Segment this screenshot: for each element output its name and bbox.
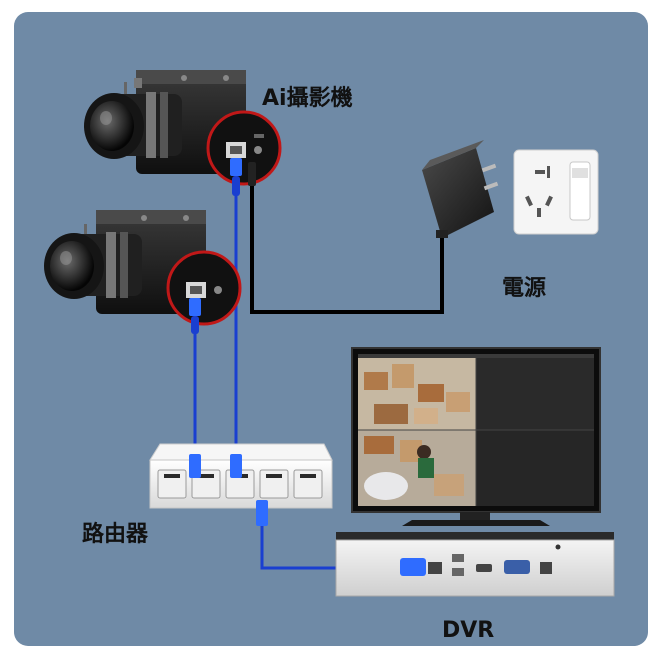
camera-port-closeup bbox=[208, 112, 280, 184]
camera-port-closeup bbox=[168, 252, 240, 324]
power-label: 電源 bbox=[502, 270, 546, 302]
power-cable bbox=[252, 182, 442, 312]
dvr-icon bbox=[336, 532, 614, 596]
diagram-panel: Ai攝影機 電源 路由器 DVR bbox=[14, 12, 648, 646]
power-plug-icon bbox=[248, 162, 256, 186]
monitor-icon bbox=[352, 348, 600, 526]
power-adapter-icon bbox=[422, 140, 498, 238]
wall-socket-icon bbox=[514, 150, 598, 234]
dvr-label: DVR bbox=[442, 618, 494, 643]
camera-feed-screen bbox=[358, 354, 594, 506]
router-label: 路由器 bbox=[82, 516, 148, 548]
camera-label: Ai攝影機 bbox=[262, 80, 353, 112]
